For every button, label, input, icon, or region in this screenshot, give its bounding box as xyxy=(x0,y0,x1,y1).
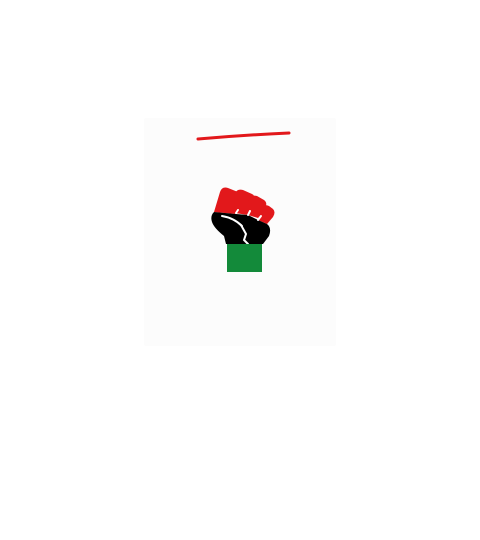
raised-fist-icon xyxy=(211,187,275,272)
